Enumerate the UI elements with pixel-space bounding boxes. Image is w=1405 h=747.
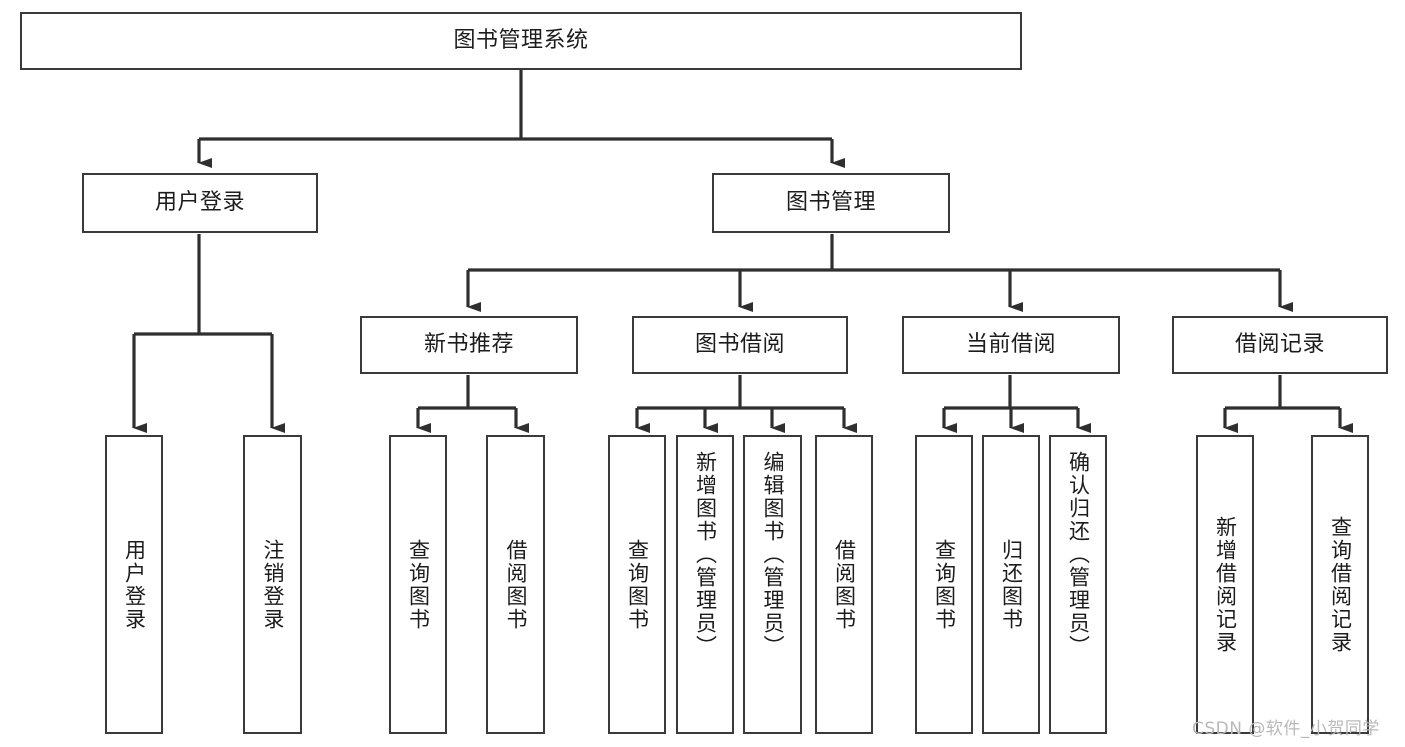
leaf-add-book-label: 新增图书（管理员）	[693, 451, 718, 658]
leaf-query-book-2-label: 查询图书	[625, 538, 650, 631]
leaf-query-book-1-label: 查询图书	[406, 538, 431, 631]
node-root[interactable]: 图书管理系统	[20, 12, 1022, 70]
leaf-borrow-book-2[interactable]: 借阅图书	[815, 435, 873, 734]
leaf-return-book-label: 归还图书	[999, 538, 1024, 631]
node-user-login-label: 用户登录	[154, 190, 245, 216]
node-current-borrow[interactable]: 当前借阅	[902, 316, 1120, 374]
node-book-borrow-label: 图书借阅	[694, 332, 785, 358]
leaf-logout-login[interactable]: 注销登录	[243, 435, 302, 734]
leaf-user-login[interactable]: 用户登录	[105, 435, 163, 734]
node-user-login[interactable]: 用户登录	[82, 173, 318, 233]
leaf-query-book-2[interactable]: 查询图书	[608, 435, 666, 734]
node-current-borrow-label: 当前借阅	[965, 332, 1056, 358]
node-book-management-label: 图书管理	[785, 190, 876, 216]
leaf-add-record-label: 新增借阅记录	[1213, 515, 1238, 654]
node-borrow-record-label: 借阅记录	[1234, 332, 1325, 358]
leaf-query-book-3[interactable]: 查询图书	[915, 435, 973, 734]
leaf-confirm-return-label: 确认归还（管理员）	[1066, 451, 1091, 658]
leaf-add-book[interactable]: 新增图书（管理员）	[676, 435, 734, 734]
leaf-borrow-book-2-label: 借阅图书	[832, 538, 857, 631]
csdn-watermark: CSDN @软件_小贺同学	[1192, 719, 1380, 739]
node-book-management[interactable]: 图书管理	[712, 173, 950, 233]
leaf-borrow-book-1[interactable]: 借阅图书	[486, 435, 545, 734]
leaf-confirm-return[interactable]: 确认归还（管理员）	[1049, 435, 1107, 734]
node-root-label: 图书管理系统	[453, 28, 589, 54]
leaf-edit-book-label: 编辑图书（管理员）	[761, 451, 785, 658]
leaf-logout-login-label: 注销登录	[261, 538, 285, 631]
leaf-query-book-3-label: 查询图书	[932, 538, 957, 631]
node-new-book-recommend[interactable]: 新书推荐	[360, 316, 578, 374]
leaf-edit-book[interactable]: 编辑图书（管理员）	[743, 435, 802, 734]
node-book-borrow[interactable]: 图书借阅	[632, 316, 848, 374]
leaf-user-login-label: 用户登录	[122, 538, 147, 631]
node-new-book-recommend-label: 新书推荐	[423, 332, 514, 358]
node-borrow-record[interactable]: 借阅记录	[1172, 316, 1388, 374]
leaf-add-record[interactable]: 新增借阅记录	[1196, 435, 1254, 734]
leaf-query-record-label: 查询借阅记录	[1328, 515, 1353, 654]
leaf-query-book-1[interactable]: 查询图书	[389, 435, 447, 734]
leaf-return-book[interactable]: 归还图书	[982, 435, 1040, 734]
leaf-query-record[interactable]: 查询借阅记录	[1311, 435, 1369, 734]
leaf-borrow-book-1-label: 借阅图书	[504, 538, 528, 631]
